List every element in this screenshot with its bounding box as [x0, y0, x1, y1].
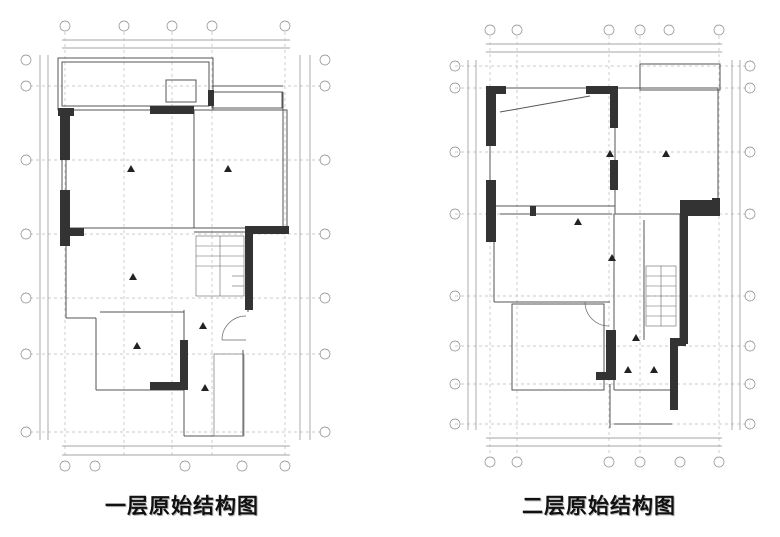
second-floor-plan [449, 24, 756, 468]
axis-markers-side-2 [449, 60, 756, 430]
axis-markers-side-1 [20, 54, 331, 438]
first-floor-caption: 一层原始结构图 [105, 494, 259, 518]
first-floor-plan [20, 20, 331, 472]
second-floor-caption: 二层原始结构图 [522, 494, 676, 518]
axis-markers-top-1 [59, 20, 291, 32]
axis-markers-top-2 [484, 24, 725, 36]
